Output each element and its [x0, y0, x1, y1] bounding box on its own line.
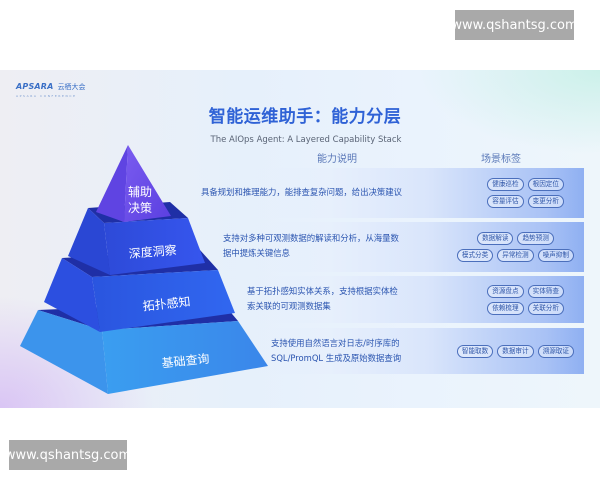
layer-row-decision: 具备规划和推理能力，能排查复杂问题，给出决策建议 健康巡检 根因定位 容量评估 … — [195, 168, 584, 218]
tag-group: 数据解读 趋势预测 模式分类 异常检测 噪声抑制 — [456, 222, 574, 272]
layer-label: 拓扑感知 — [142, 294, 191, 314]
layer-label: 深度洞察 — [128, 242, 177, 261]
tag-group: 智能取数 数据审计 溯源取证 — [456, 328, 574, 374]
tag[interactable]: 容量评估 — [487, 195, 524, 208]
tag[interactable]: 变更分析 — [527, 195, 564, 208]
tag-group: 健康巡检 根因定位 容量评估 变更分析 — [487, 168, 564, 218]
capability-pyramid: 基础查询 拓扑感知 深度洞察 辅助 决策 — [20, 145, 268, 394]
layer-row-insight: 支持对多种可观测数据的解读和分析，从海量数 据中提炼关键信息 数据解读 趋势预测… — [195, 222, 584, 272]
column-header-description: 能力说明 — [317, 154, 357, 165]
watermark-bottom: www.qshantsg.com — [5, 440, 131, 470]
description-line: 具备规划和推理能力，能排查复杂问题，给出决策建议 — [201, 187, 402, 197]
layer-label: 决策 — [128, 201, 152, 215]
layer-face-left — [20, 310, 108, 394]
layer-face-left — [68, 208, 110, 275]
layer-row-topology: 基于拓扑感知实体关系，支持根据实体检 索关联的可观测数据集 资源盘点 实体筛查 … — [195, 276, 584, 323]
tag[interactable]: 数据审计 — [497, 344, 534, 358]
logo-brand-cn: 云栖大会 — [57, 83, 86, 91]
slide: APSARA 云栖大会 APSARA CONFERENCE 智能运维助手：能力分… — [0, 70, 600, 408]
logo-brand: APSARA — [16, 82, 54, 91]
tag[interactable]: 资源盘点 — [487, 284, 524, 298]
description-line: 索关联的可观测数据集 — [247, 301, 331, 311]
tag[interactable]: 健康巡检 — [487, 178, 524, 191]
slide-title: 智能运维助手：能力分层 — [0, 102, 600, 127]
description-line: SQL/PromQL 生成及原始数据查询 — [271, 353, 402, 363]
layer-description: 基于拓扑感知实体关系，支持根据实体检 索关联的可观测数据集 — [247, 284, 398, 314]
tag[interactable]: 关联分析 — [527, 301, 564, 315]
layer-description: 具备规划和推理能力，能排查复杂问题，给出决策建议 — [201, 185, 402, 200]
description-line: 支持使用自然语言对日志/时序库的 — [271, 338, 400, 348]
layer-face-front — [102, 321, 268, 394]
description-line: 基于拓扑感知实体关系，支持根据实体检 — [247, 286, 398, 296]
pyramid-layer-decision: 辅助 决策 — [96, 145, 171, 222]
layer-face-left — [96, 145, 128, 222]
layer-face-front — [124, 145, 171, 222]
column-header-tags: 场景标签 — [481, 154, 521, 165]
apsara-logo: APSARA 云栖大会 APSARA CONFERENCE — [16, 82, 86, 98]
layer-face-left — [44, 258, 100, 332]
slide-subtitle: The AIOps Agent: A Layered Capability St… — [0, 127, 600, 146]
layer-label: 辅助 — [128, 185, 152, 199]
tag[interactable]: 数据解读 — [477, 232, 514, 245]
layer-description: 支持使用自然语言对日志/时序库的 SQL/PromQL 生成及原始数据查询 — [271, 336, 401, 366]
tag[interactable]: 智能取数 — [456, 344, 494, 358]
logo-subtitle: APSARA CONFERENCE — [16, 94, 77, 98]
tag[interactable]: 趋势预测 — [517, 232, 554, 245]
slide-title-text: 智能运维助手：能力分层 — [208, 107, 402, 127]
watermark-top: www.qshantsg.com — [451, 10, 578, 40]
layer-face-front — [104, 218, 205, 275]
tag[interactable]: 溯源取证 — [537, 344, 574, 358]
tag[interactable]: 实体筛查 — [527, 284, 564, 298]
tag[interactable]: 模式分类 — [456, 249, 494, 262]
description-line: 据中提炼关键信息 — [223, 248, 290, 258]
description-line: 支持对多种可观测数据的解读和分析，从海量数 — [223, 233, 399, 243]
tag[interactable]: 异常检测 — [497, 249, 534, 262]
tag-group: 资源盘点 实体筛查 依赖梳理 关联分析 — [487, 276, 564, 323]
layer-label: 基础查询 — [161, 352, 210, 371]
layer-description: 支持对多种可观测数据的解读和分析，从海量数 据中提炼关键信息 — [223, 231, 399, 261]
slide-subtitle-text: The AIOps Agent: A Layered Capability St… — [210, 135, 402, 145]
tag[interactable]: 根因定位 — [527, 178, 564, 191]
tag[interactable]: 噪声抑制 — [537, 249, 574, 262]
tag[interactable]: 依赖梳理 — [487, 301, 524, 315]
layer-face-front — [92, 270, 235, 332]
